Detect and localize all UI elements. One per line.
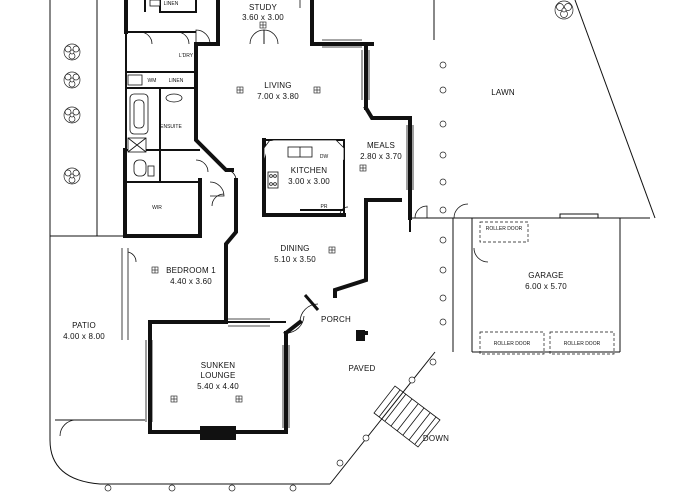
study-name: STUDY xyxy=(249,3,278,12)
wm-label: WM xyxy=(148,78,157,84)
lawn-label: LAWN xyxy=(491,88,515,97)
light-markers xyxy=(151,21,367,403)
dw-label: DW xyxy=(320,154,329,160)
landscape-shrubs xyxy=(104,61,447,492)
meals-name: MEALS xyxy=(367,141,395,150)
roller-door-left-label: ROLLER DOOR xyxy=(494,341,531,347)
sunken-dims: 5.40 x 4.40 xyxy=(197,382,239,391)
kitchen-name: KITCHEN xyxy=(291,166,328,175)
porch-label: PORCH xyxy=(321,315,351,324)
study-dims: 3.60 x 3.00 xyxy=(242,13,284,22)
meals-dims: 2.80 x 3.70 xyxy=(360,152,402,161)
exterior-walls xyxy=(123,0,412,434)
sunken-name-1: SUNKEN xyxy=(201,361,236,370)
garage-name: GARAGE xyxy=(528,271,563,280)
linen-label: LINEN xyxy=(169,78,184,84)
wir-label: WIR xyxy=(152,205,162,211)
dining-dims: 5.10 x 3.50 xyxy=(274,255,316,264)
fixtures xyxy=(127,0,345,189)
misc-labels: LINEN L'DRY WM LINEN ENSUITE WIR DW PR P… xyxy=(148,1,601,443)
dining-name: DINING xyxy=(280,244,309,253)
paved-label: PAVED xyxy=(349,364,376,373)
fireplace xyxy=(200,426,236,440)
bedroom1-dims: 4.40 x 3.60 xyxy=(170,277,212,286)
patio-name: PATIO xyxy=(72,321,96,330)
bedroom1-name: BEDROOM 1 xyxy=(166,266,216,275)
garage-dims: 6.00 x 5.70 xyxy=(525,282,567,291)
porch-post xyxy=(356,330,365,341)
stairs-down xyxy=(373,385,441,448)
roller-door-top-label: ROLLER DOOR xyxy=(486,226,523,232)
kitchen-dims: 3.00 x 3.00 xyxy=(288,177,330,186)
living-dims: 7.00 x 3.80 xyxy=(257,92,299,101)
linen-top-label: LINEN xyxy=(164,1,179,7)
roller-door-boxes xyxy=(479,221,615,355)
ensuite-label: ENSUITE xyxy=(160,124,182,130)
laundry-label: L'DRY xyxy=(179,53,194,59)
windows xyxy=(121,0,414,428)
sunken-name-2: LOUNGE xyxy=(201,371,236,380)
door-swings xyxy=(59,29,489,437)
patio-dims: 4.00 x 8.00 xyxy=(63,332,105,341)
porch-door-leaf xyxy=(303,294,320,311)
room-labels: STUDY 3.60 x 3.00 LIVING 7.00 x 3.80 MEA… xyxy=(63,3,567,391)
roller-door-right-label: ROLLER DOOR xyxy=(564,341,601,347)
landscape-trees xyxy=(63,0,574,185)
living-name: LIVING xyxy=(264,81,291,90)
down-label: DOWN xyxy=(423,434,449,443)
site-boundary xyxy=(49,0,656,485)
pr-label: PR xyxy=(321,204,328,210)
